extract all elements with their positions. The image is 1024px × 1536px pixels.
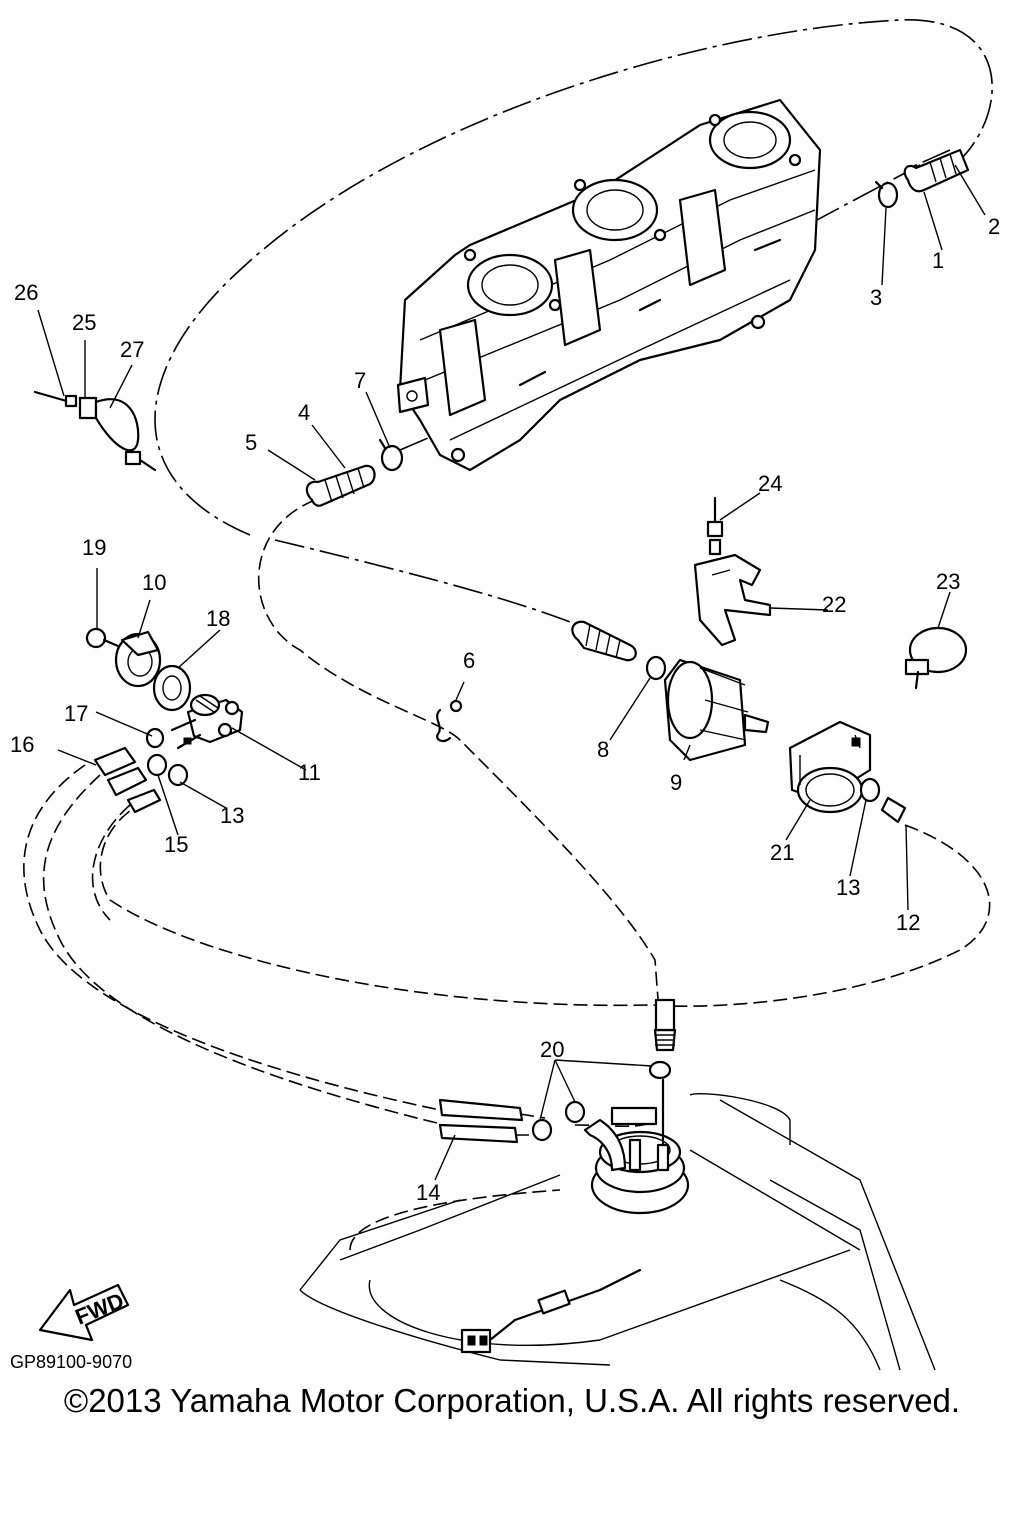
callout-13-right: 13 (836, 875, 860, 900)
fuel-filter-9 (663, 658, 770, 762)
callout-27: 27 (120, 337, 144, 362)
callout-20: 20 (540, 1037, 564, 1062)
bolt-24 (706, 496, 724, 556)
callout-15: 15 (164, 832, 188, 857)
callout-3: 3 (870, 285, 882, 310)
clamp-17 (145, 727, 165, 749)
callout-25: 25 (72, 310, 96, 335)
callouts: 1 2 3 4 5 6 7 8 9 10 11 12 13 13 14 15 1… (10, 214, 1000, 1205)
hose-routing-lines (23, 19, 993, 1128)
clamp-13-right (859, 777, 881, 803)
cover-10 (114, 630, 162, 688)
drawing-code: GP89100-9070 (10, 1352, 132, 1372)
fwd-arrow-icon: FWD (38, 1283, 130, 1342)
seal-18 (152, 664, 192, 712)
cable-tie-25-27 (33, 390, 157, 472)
callout-8: 8 (597, 737, 609, 762)
copyright-notice: ©2013 Yamaha Motor Corporation, U.S.A. A… (63, 1382, 961, 1419)
callout-4: 4 (298, 400, 310, 425)
callout-10: 10 (142, 570, 166, 595)
callout-7: 7 (354, 368, 366, 393)
callout-21: 21 (770, 840, 794, 865)
clamp-13-left (167, 763, 189, 787)
bolt-19 (85, 627, 120, 649)
callout-11: 11 (298, 760, 321, 785)
callout-14: 14 (416, 1180, 440, 1205)
hose-16-ends (93, 746, 162, 814)
callout-22: 22 (822, 592, 846, 617)
clamp-7 (378, 438, 404, 472)
fuel-cock-11 (170, 693, 244, 750)
hose-fitting-1-2 (903, 148, 970, 193)
fuel-sender-unit (583, 1078, 690, 1215)
clamp-3 (874, 180, 899, 209)
callout-13-left: 13 (220, 803, 244, 828)
callout-17: 17 (64, 701, 88, 726)
hose-fitting-4-5 (305, 464, 376, 507)
band-23 (904, 626, 968, 690)
hose-14-ends (438, 1098, 546, 1144)
callout-19: 19 (82, 535, 106, 560)
clamps-20 (531, 1060, 672, 1142)
callout-12: 12 (896, 910, 920, 935)
callout-26: 26 (14, 280, 38, 305)
callout-1: 1 (932, 248, 944, 273)
bracket-22 (693, 553, 772, 647)
carburetor-assembly (396, 98, 822, 472)
clamp-8 (645, 655, 667, 681)
callout-9: 9 (670, 770, 682, 795)
hose-clip-6 (436, 699, 463, 743)
holder-21 (788, 720, 872, 814)
callout-24: 24 (758, 471, 782, 496)
callout-23: 23 (936, 569, 960, 594)
callout-6: 6 (463, 648, 475, 673)
clamp-15 (146, 753, 168, 777)
hose-12-end (880, 796, 907, 824)
hose-fitting-8 (571, 620, 637, 662)
callout-2: 2 (988, 214, 1000, 239)
callout-5: 5 (245, 430, 257, 455)
callout-16: 16 (10, 732, 34, 757)
leader-lines (37, 164, 986, 1181)
fuel-tank (299, 1093, 936, 1371)
hose-fitting-vertical (653, 998, 677, 1052)
callout-18: 18 (206, 606, 230, 631)
